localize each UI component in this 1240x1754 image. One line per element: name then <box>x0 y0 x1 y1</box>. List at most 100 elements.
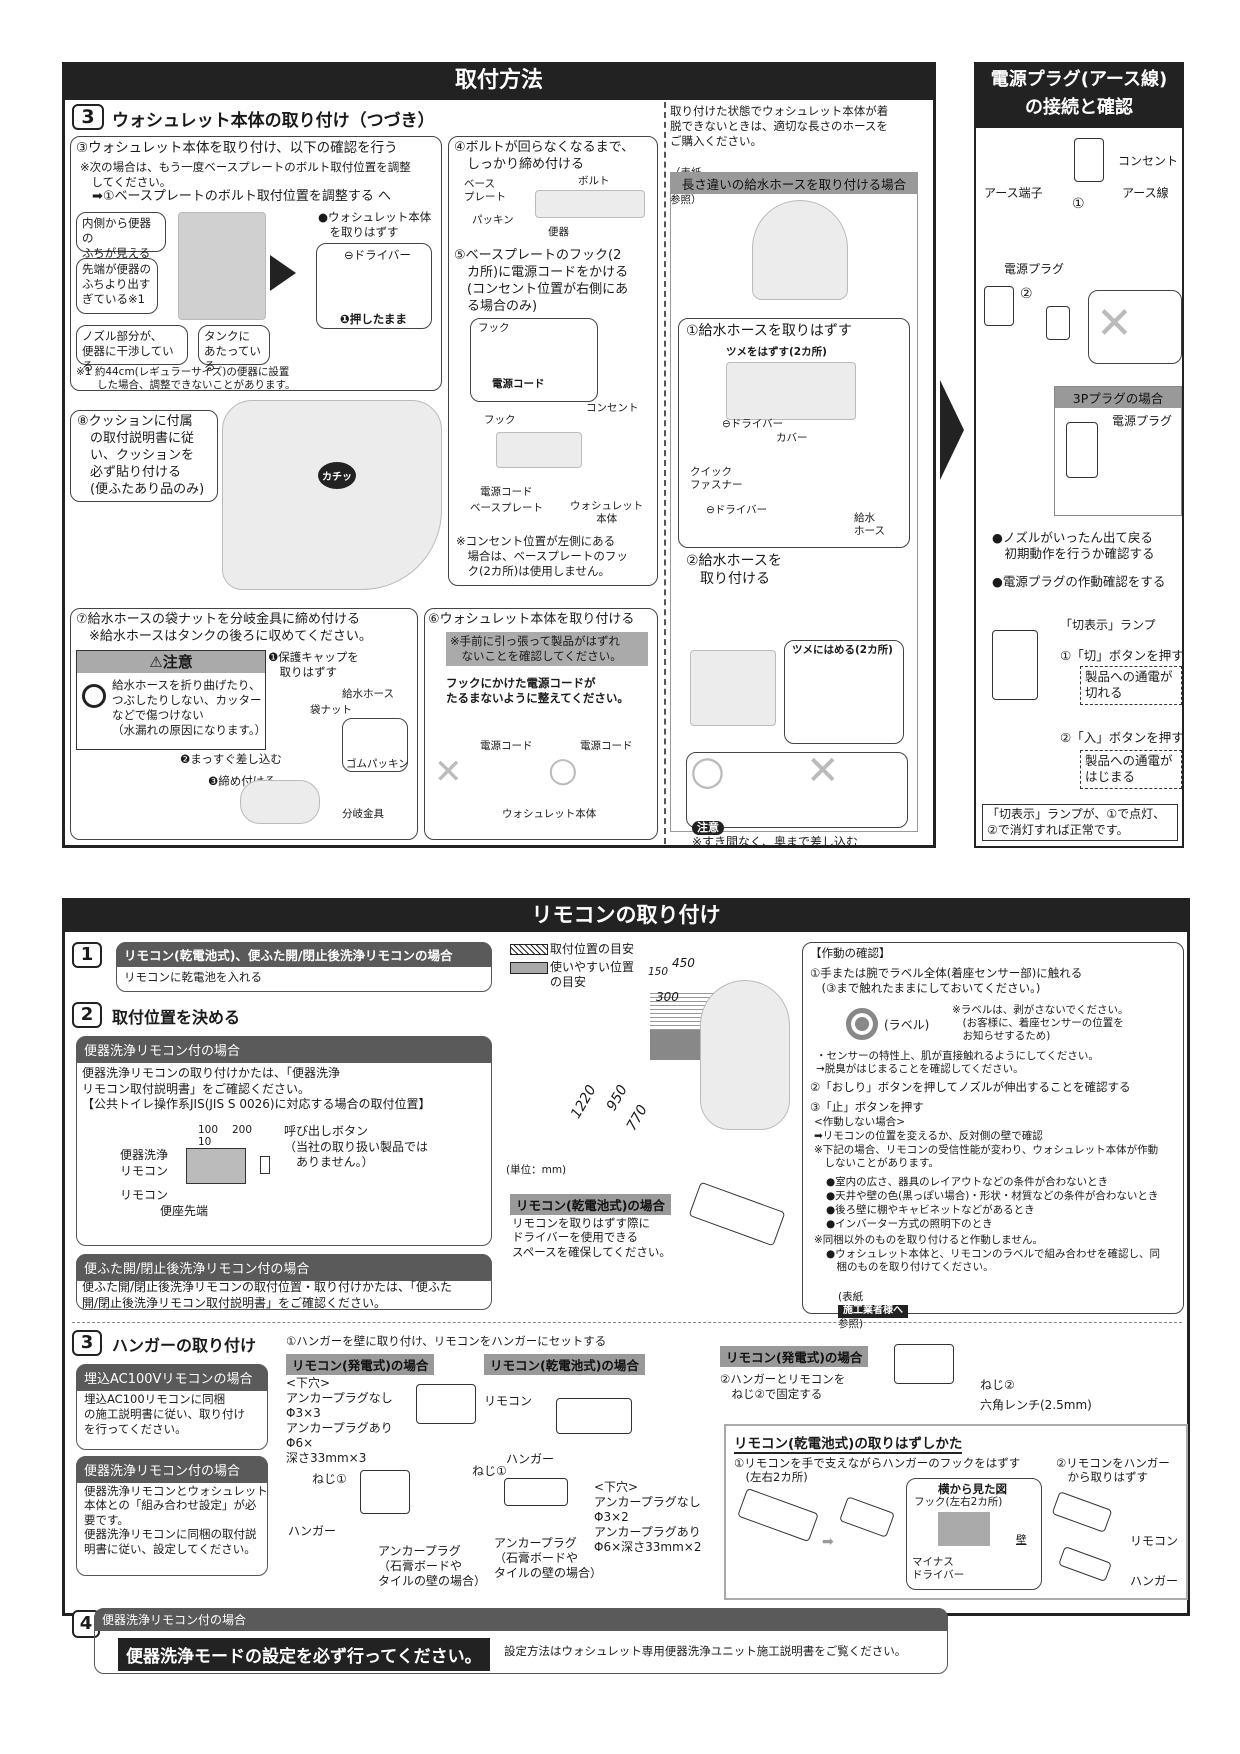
step3-heading: ウォシュレット本体の取り付け（つづき） <box>112 111 435 131</box>
toilet-label: 便器 <box>548 226 569 238</box>
earth-terminal-label: アース端子 <box>984 186 1043 200</box>
bundle-bullet: ●ウォシュレット本体と、リモコンのラベルで組み合わせを確認し、同 梱のものを取り… <box>826 1248 1161 1274</box>
dim-200: 200 <box>232 1124 253 1136</box>
fail-bullet-3: ●後ろ壁に棚やキャビネットなどがあるとき <box>826 1204 1035 1216</box>
step-number-1: 1 <box>72 942 102 968</box>
install-method-title: 取付方法 <box>62 62 936 100</box>
minus-driver-label: マイナス ドライバー <box>912 1556 965 1582</box>
substep-3-title: ③ウォシュレット本体を取り付け、以下の確認を行う <box>76 140 398 156</box>
off-lamp-label: 「切表示」ランプ <box>1060 618 1156 632</box>
off-button-step[interactable]: ①「切」ボタンを押す <box>1060 648 1184 663</box>
pull-check-warning: ※手前に引っ張って製品がはずれ ないことを確認してください。 <box>446 632 648 666</box>
branch-fitting-illustration <box>240 780 320 824</box>
ok-mark-icon-2: ○ <box>690 748 725 794</box>
gen-remote-illustration <box>416 1384 476 1424</box>
quick-fastener-label: クイック ファスナー <box>690 466 743 492</box>
check-step-1: ①手または腕でラベル全体(着座センサー部)に触れる (③まで触れたままにしておい… <box>810 966 1083 995</box>
operation-check-title: 【作動の確認】 <box>810 946 891 960</box>
caution-header: ⚠注意 <box>77 651 265 673</box>
fail-bullet-2: ●天井や壁の色(黒っぽい場合)・形状・材質などの条件が合わないとき <box>826 1190 1159 1202</box>
cap-nut-label: 袋ナット <box>310 704 352 716</box>
supply-hose-label-2: 給水 ホース <box>854 512 885 538</box>
remove-body-label: ●ウォシュレット本体 を取りはずす <box>318 210 432 239</box>
fail-title: <作動しない場合> <box>814 1116 906 1128</box>
position-heading: 取付位置を決める <box>112 1008 241 1027</box>
plug-3p-box <box>1054 386 1182 516</box>
callout-nozzle-interferes: ノズル部分が、 便器に干渉している <box>76 325 188 373</box>
fail-note: ※下記の場合、リモコンの受信性能が変わり、ウォシュレット本体が作動 しないことが… <box>814 1144 1159 1170</box>
bolt-label: ボルト <box>578 175 610 187</box>
bat-hanger-illustration <box>504 1478 568 1506</box>
driver-label: ⊖ドライバー <box>344 248 411 262</box>
remove-hose-step: ①給水ホースを取りはずす <box>686 323 852 339</box>
power-on-result: 製品への通電が はじまる <box>1080 750 1182 789</box>
branch-fitting-label: 分岐金具 <box>342 808 384 820</box>
flush-mode-emphasis: 便器洗浄モードの設定を必ず行ってください。 <box>118 1638 490 1671</box>
removal-title: リモコン(乾電池式)の取りはずしかた <box>734 1432 963 1454</box>
hook-label: フック <box>478 322 510 334</box>
anchor-plug-label: アンカープラグ （石膏ボードや タイルの壁の場合） <box>378 1544 487 1588</box>
footnote-1: ※1 約44cm(レギュラーサイズ)の便器に設置 した場合、調整できないことがあ… <box>76 366 296 392</box>
battery-remote-bar: リモコン(乾電池式)、便ふた開/閉止後洗浄リモコンの場合 <box>116 942 492 967</box>
dim-10: 10 <box>198 1136 212 1148</box>
substep-4-title: ④ボルトが回らなくなるまで、 しっかり締め付ける <box>454 140 635 172</box>
hanger-label-2: ハンガー <box>1130 1574 1179 1588</box>
gen-remote-bar-2: リモコン(発電式)の場合 <box>720 1346 869 1367</box>
outlet-label-2: コンセント <box>1118 154 1179 168</box>
legend-install-position: 取付位置の目安 <box>550 942 635 956</box>
flush-mode-text: 設定方法はウォシュレット専用便器洗浄ユニット施工説明書をご覧ください。 <box>504 1644 907 1658</box>
power-cord-label: 電源コード <box>492 378 545 390</box>
hook-label-2: フック <box>484 414 516 426</box>
callout-hits-tank: タンクに あたっている <box>198 325 270 373</box>
ng-mark-icon-2: ✕ <box>806 748 840 794</box>
substep-5-note: ※コンセント位置が左側にある 場合は、ベースプレートのフッ ク(2カ所)は使用し… <box>456 534 628 578</box>
outlet-illustration <box>1074 138 1104 182</box>
removal-step-2: ②リモコンをハンガー から取りはずす <box>1056 1456 1170 1485</box>
on-button-step[interactable]: ②「入」ボタンを押す <box>1060 730 1184 745</box>
check-step-3: ③「止」ボタンを押す <box>810 1100 924 1114</box>
hose-intro-text: 取り付けた状態でウォシュレット本体が着 脱できないときは、適切な長さのホースを … <box>670 104 889 148</box>
screw-1-label: ねじ① <box>312 1472 347 1486</box>
installer-ref-badge: 施工業者様へ <box>838 1305 908 1318</box>
flush-remote-bar-2: 便器洗浄リモコン付の場合 <box>76 1456 268 1483</box>
cord-slack-text: フックにかけた電源コードが たるまないように整えてください。 <box>446 676 629 705</box>
bolt-illustration <box>535 190 645 218</box>
quick-fastener-illustration <box>690 650 776 726</box>
removal-box <box>724 1424 1188 1600</box>
side-view-title: 横から見た図 <box>938 1482 1007 1496</box>
substep-5-title: ⑤ベースプレートのフック(2 カ所)に電源コードをかける (コンセント位置が右側… <box>454 248 629 314</box>
attach-claws-box <box>784 640 904 744</box>
gen-remote-illustration-2 <box>894 1344 954 1384</box>
insertion-caution-box <box>686 752 908 828</box>
gen-pilot-holes: <下穴> アンカープラグなし Φ3×3 アンカープラグあり Φ6× 深さ33mm… <box>286 1376 393 1465</box>
flush-remote-label: 便器洗浄 リモコン <box>120 1148 169 1178</box>
screw-2-label: ねじ② <box>980 1378 1015 1392</box>
ac-remote-text: 埋込AC100リモコンに同梱 の施工説明書に従い、取り付け を行ってください。 <box>84 1392 245 1436</box>
substep-3-note: ※次の場合は、もう一度ベースプレートのボルト取付位置を調整 してください。 <box>80 160 411 189</box>
flush-remote-bar: 便器洗浄リモコン付の場合 <box>76 1036 492 1063</box>
rubber-packing-label: ゴムパッキン <box>346 758 409 770</box>
adjust-bolt-link[interactable]: ➡①ベースプレートのボルト取付位置を調整する へ <box>92 189 392 204</box>
washlet-body-label: ウォシュレット 本体 <box>570 500 644 526</box>
installer-ref-suffix: 参照) <box>838 1317 864 1330</box>
legend-easy-position: 使いやすい位置 の目安 <box>550 960 635 989</box>
toilet-side-illustration <box>178 212 266 320</box>
insertion-caution-text: ※すき間なく、奥まで差し込む <box>692 835 859 850</box>
hanger-step-1: ①ハンガーを壁に取り付け、リモコンをハンガーにセットする <box>286 1334 607 1348</box>
fail-bullet-1: ●室内の広さ、器具のレイアウトなどの条件が合わないとき <box>826 1176 1109 1188</box>
hook-detail-box <box>470 318 598 402</box>
plug-3p-label: 電源プラグ <box>1112 414 1173 428</box>
packing-label: パッキン <box>472 214 514 226</box>
gen-remote-bar: リモコン(発電式)の場合 <box>286 1354 435 1375</box>
power-cord-label-2: 電源コード <box>480 486 533 498</box>
remote-install-title: リモコンの取り付け <box>62 898 1190 932</box>
wall-label: 壁 <box>1016 1534 1027 1546</box>
dim-100: 100 <box>198 1124 219 1136</box>
step-number-2: 2 <box>72 1002 102 1028</box>
arrow-right-icon-2 <box>940 380 964 480</box>
release-detail-box <box>316 243 432 329</box>
plug-3p-bar: 3Pプラグの場合 <box>1055 387 1181 408</box>
substep-8-box: ⑧クッションに付属 の取付説明書に従 い、クッションを 必ず貼り付ける (便ふた… <box>70 410 218 502</box>
incorrect-plug-box <box>1088 290 1182 364</box>
flush-remote-text: 便器洗浄リモコンの取り付けかたは、「便器洗浄 リモコン取付説明書」をご確認くださ… <box>82 1066 431 1112</box>
